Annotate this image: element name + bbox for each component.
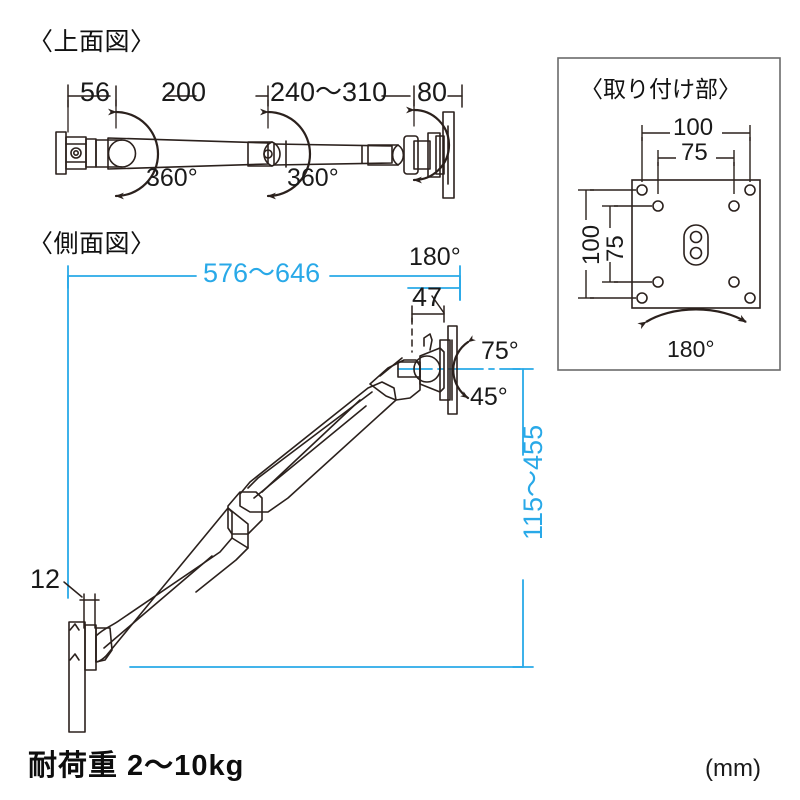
vesa-plate-outline — [631, 179, 761, 309]
top-view-title: 〈上面図〉 — [28, 28, 156, 56]
top-view-rotation-arc-2 — [259, 108, 312, 200]
side-view-12-dimension — [63, 581, 100, 629]
load-capacity-label: 耐荷重 2〜10kg — [28, 750, 245, 782]
top-view-rotation-label-1: 360° — [146, 164, 198, 192]
vesa-hole-100-bl — [636, 292, 648, 304]
mount-dim-75-horizontal — [657, 150, 735, 194]
side-view-dim-576-646: 576〜646 — [203, 258, 321, 288]
side-view-height-dimension — [129, 368, 534, 668]
mount-detail-title: 〈取り付け部〉 — [580, 76, 741, 102]
top-view-dim-56: 56 — [80, 77, 111, 107]
top-view-rotation-arc-1 — [107, 108, 160, 200]
top-view-rotation-arc-3 — [405, 106, 451, 184]
mount-dim-100-horizontal — [641, 125, 751, 182]
side-view-upper-arm — [239, 381, 397, 513]
top-view-joint-3 — [367, 144, 405, 166]
side-view-dim-12: 12 — [30, 564, 61, 594]
side-view-elbow-joint — [227, 491, 263, 535]
mount-dim-label-75-v: 75 — [602, 235, 629, 262]
mount-dim-75-vertical — [602, 205, 652, 283]
vesa-hole-75-bl — [652, 276, 664, 288]
mount-dim-label-100-h: 100 — [673, 114, 714, 141]
side-view-47-dimension — [411, 295, 445, 353]
vesa-center-slot — [683, 224, 709, 266]
top-view-drawing — [55, 84, 463, 200]
unit-label: (mm) — [705, 755, 761, 782]
side-view-tilt-arc — [452, 335, 476, 400]
mount-rotation-label-180: 180° — [667, 336, 715, 362]
top-view-wall-clamp — [55, 131, 97, 175]
mount-detail-box — [557, 57, 781, 371]
vesa-hole-75-tl — [652, 200, 664, 212]
top-view-rotation-label-2: 360° — [287, 164, 339, 192]
side-view-180-dimension — [407, 279, 461, 301]
top-view-dim-200: 200 — [161, 77, 207, 107]
mount-dim-label-100-v: 100 — [578, 224, 605, 265]
vesa-hole-75-tr — [728, 200, 740, 212]
top-view-dim-80: 80 — [417, 77, 448, 107]
top-view-joint-1 — [95, 139, 137, 168]
top-view-dim-240-310: 240〜310 — [270, 77, 388, 107]
vesa-hole-100-br — [744, 292, 756, 304]
side-view-angle-180: 180° — [409, 243, 461, 271]
side-view-lower-arm — [95, 507, 249, 663]
mount-rotation-arc — [637, 308, 747, 330]
vesa-hole-100-tl — [636, 184, 648, 196]
side-view-wall-plate — [68, 621, 113, 733]
side-view-drawing — [63, 265, 534, 733]
side-view-title: 〈側面図〉 — [28, 230, 156, 258]
mount-dim-label-75-h: 75 — [681, 139, 708, 166]
side-view-angle-75: 75° — [481, 337, 519, 365]
side-view-width-dimension — [67, 265, 461, 599]
side-view-tilt-joint — [397, 325, 458, 415]
vesa-hole-75-br — [728, 276, 740, 288]
top-view-arm-segment-2 — [273, 143, 393, 166]
vesa-hole-100-tr — [744, 184, 756, 196]
side-view-dim-115-455: 115〜455 — [518, 424, 548, 540]
side-view-angle-45: 45° — [470, 383, 508, 411]
mount-dim-100-vertical — [578, 189, 636, 299]
top-view-dimension-line — [67, 84, 463, 108]
side-view-dim-47: 47 — [412, 282, 443, 312]
